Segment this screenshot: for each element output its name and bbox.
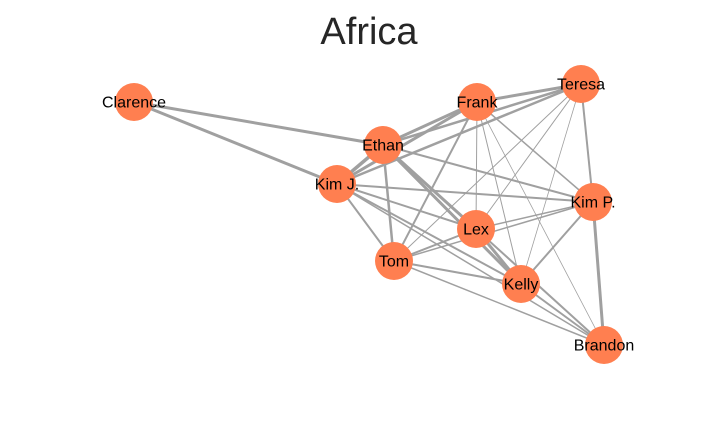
node-circle-tom bbox=[375, 242, 413, 280]
node-frank: Frank bbox=[457, 83, 499, 121]
edge-kimj-kimp bbox=[336, 183, 594, 203]
node-circle-teresa bbox=[562, 65, 600, 103]
edge-ethan-kimp bbox=[382, 144, 594, 203]
edge-teresa-kimj bbox=[335, 82, 583, 186]
node-label-brandon: Brandon bbox=[574, 338, 635, 355]
node-circle-clarence bbox=[115, 83, 153, 121]
node-ethan: Ethan bbox=[362, 126, 404, 164]
node-label-frank: Frank bbox=[457, 95, 499, 112]
node-label-teresa: Teresa bbox=[557, 77, 605, 94]
node-label-ethan: Ethan bbox=[362, 138, 404, 155]
node-tom: Tom bbox=[375, 242, 413, 280]
node-label-kimp: Kim P. bbox=[570, 195, 615, 212]
edge-frank-lex bbox=[475, 101, 478, 230]
node-circle-frank bbox=[458, 83, 496, 121]
edge-ethan-tom bbox=[381, 143, 396, 263]
node-label-tom: Tom bbox=[379, 254, 409, 271]
edge-tom-brandon bbox=[393, 260, 605, 346]
node-kimj: Kim J. bbox=[315, 165, 359, 203]
node-lex: Lex bbox=[457, 210, 495, 248]
edge-tom-kelly bbox=[393, 260, 522, 285]
edge-kimp-brandon bbox=[591, 200, 606, 347]
node-label-lex: Lex bbox=[463, 222, 489, 239]
edge-teresa-kimp bbox=[580, 83, 594, 203]
edge-kimp-lex bbox=[475, 201, 594, 230]
edge-clarence-kimj bbox=[132, 100, 339, 186]
node-circle-kimp bbox=[574, 183, 612, 221]
node-circle-kelly bbox=[502, 265, 540, 303]
node-label-clarence: Clarence bbox=[102, 95, 166, 112]
edge-kimj-lex bbox=[336, 183, 477, 230]
node-circle-lex bbox=[457, 210, 495, 248]
node-kimp: Kim P. bbox=[570, 183, 616, 221]
edge-lex-brandon bbox=[475, 228, 605, 346]
node-label-kimj: Kim J. bbox=[315, 177, 359, 194]
node-clarence: Clarence bbox=[102, 83, 166, 121]
edge-clarence-ethan bbox=[132, 100, 385, 147]
edge-ethan-kelly bbox=[381, 143, 523, 286]
edge-frank-tom bbox=[393, 101, 478, 262]
diagram-title: Africa bbox=[320, 11, 418, 53]
edges-layer bbox=[132, 82, 606, 347]
node-circle-ethan bbox=[364, 126, 402, 164]
edge-teresa-kelly bbox=[520, 83, 582, 285]
node-brandon: Brandon bbox=[574, 326, 635, 364]
edge-kimj-brandon bbox=[336, 183, 605, 346]
edge-teresa-lex bbox=[475, 83, 582, 230]
node-circle-brandon bbox=[585, 326, 623, 364]
node-kelly: Kelly bbox=[502, 265, 540, 303]
edge-frank-kelly bbox=[476, 101, 522, 285]
node-label-kelly: Kelly bbox=[504, 277, 539, 294]
edge-frank-brandon bbox=[476, 101, 605, 346]
edge-kimj-kelly bbox=[336, 183, 522, 285]
node-teresa: Teresa bbox=[557, 65, 605, 103]
node-circle-kimj bbox=[318, 165, 356, 203]
edge-frank-kimj bbox=[335, 100, 479, 186]
